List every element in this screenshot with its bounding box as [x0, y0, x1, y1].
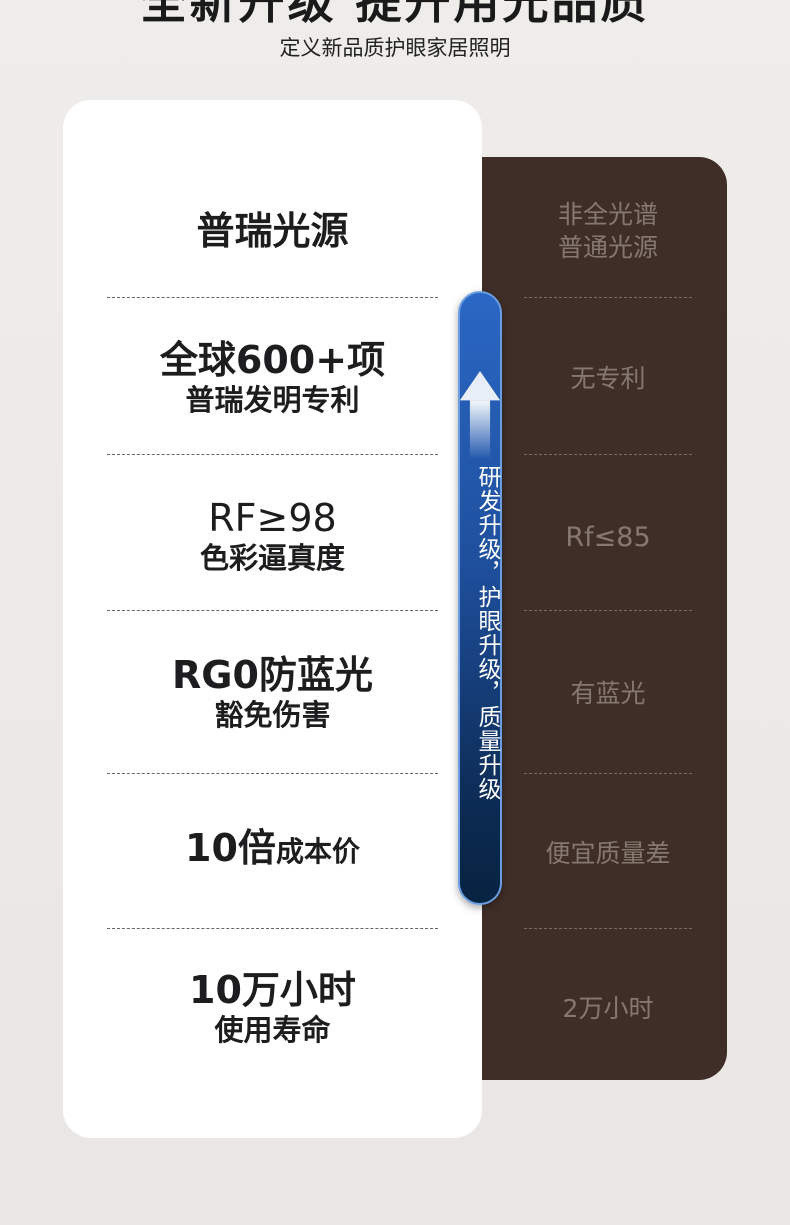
row-lifespan: 10万小时 使用寿命 [63, 963, 482, 1051]
divider [107, 773, 438, 774]
row-sub: 普瑞发明专利 [185, 383, 360, 417]
up-arrow-icon [459, 371, 501, 459]
row-cost: 10倍 成本价 [63, 825, 482, 881]
row-main: RF≥98 [208, 496, 337, 540]
row-main: 10万小时 [189, 968, 356, 1012]
divider [524, 297, 692, 298]
row-patents: 全球600+项 普瑞发明专利 [63, 333, 482, 421]
page-title: 全新升级 提升用光品质 [140, 0, 650, 29]
divider [107, 297, 438, 298]
divider [524, 454, 692, 455]
competitor-cost: 便宜质量差 [522, 835, 694, 871]
row-sub: 使用寿命 [214, 1013, 331, 1047]
divider [524, 928, 692, 929]
competitor-blue: 有蓝光 [522, 675, 694, 711]
divider [524, 610, 692, 611]
divider [524, 773, 692, 774]
row-light-source: 普瑞光源 [63, 200, 482, 262]
competitor-lifespan: 2万小时 [522, 990, 694, 1026]
competitor-patents: 无专利 [522, 360, 694, 396]
competitor-light-source: 非全光谱 普通光源 [522, 198, 694, 264]
page-subtitle: 定义新品质护眼家居照明 [279, 36, 511, 60]
row-main-suffix: 成本价 [275, 835, 360, 868]
divider [107, 928, 438, 929]
competitor-text: 无专利 [570, 363, 646, 393]
row-color-fidelity: RF≥98 色彩逼真度 [63, 491, 482, 579]
competitor-text: 有蓝光 [570, 678, 646, 708]
row-main: 10倍 [185, 826, 276, 870]
competitor-text: Rf≤85 [565, 521, 651, 553]
competitor-rf: Rf≤85 [522, 519, 694, 555]
divider [107, 610, 438, 611]
competitor-text: 普通光源 [557, 233, 658, 262]
row-main: 全球600+项 [159, 338, 386, 382]
row-blue-light: RG0防蓝光 豁免伤害 [63, 648, 482, 736]
upgrade-bar: 研发升级，护眼升级，质量升级 [458, 291, 502, 905]
competitor-panel [470, 157, 727, 1080]
row-main: RG0防蓝光 [172, 653, 373, 697]
divider [107, 454, 438, 455]
row-main: 普瑞光源 [196, 209, 349, 253]
row-sub: 豁免伤害 [214, 698, 331, 732]
competitor-text: 非全光谱 [557, 200, 658, 229]
competitor-text: 2万小时 [562, 993, 654, 1023]
competitor-text: 便宜质量差 [545, 838, 671, 868]
product-panel [63, 100, 482, 1138]
row-sub: 色彩逼真度 [199, 541, 345, 575]
upgrade-text: 研发升级，护眼升级，质量升级 [474, 465, 500, 801]
